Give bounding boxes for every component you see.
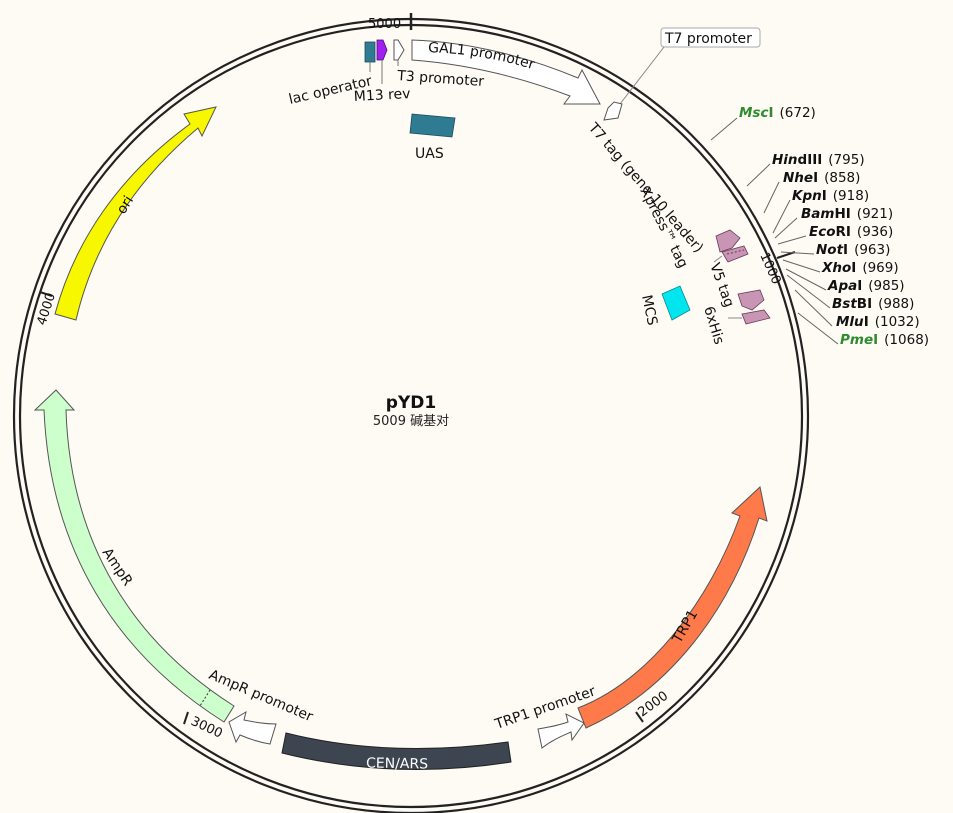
restriction-site-leaders [710, 117, 839, 345]
mcs-feature [661, 285, 691, 321]
site-bamHI: BamHI(921) [801, 206, 893, 222]
ampr-dotted-mark [199, 689, 211, 707]
t7-tag-feature [715, 229, 741, 253]
his-tag-label: 6xHis [700, 304, 727, 346]
trp1-promoter-feature [537, 713, 585, 749]
site-mscI: MscI(672) [739, 105, 816, 121]
tick-label-5000: 5000 [368, 17, 401, 32]
site-apaI: ApaI(985) [827, 278, 905, 294]
gal1-promoter-feature [411, 39, 601, 105]
tick-mark-2000 [635, 711, 644, 723]
his-tag-feature [741, 309, 771, 325]
v5-tag-label: V5 tag [706, 261, 737, 310]
site-xhoI: XhoI(969) [821, 260, 899, 276]
t7-promoter-callout-box [660, 27, 761, 48]
tick-mark-4000 [39, 291, 53, 297]
plasmid-name: pYD1 [386, 393, 436, 413]
site-pmeI: PmeI(1068) [840, 332, 929, 348]
site-ecoRI: EcoRI(936) [809, 224, 893, 240]
plasmid-length: 5009 碱基对 [373, 414, 449, 429]
uas-label: UAS [415, 146, 444, 162]
site-mluI: MluI(1032) [836, 314, 920, 330]
t7-promoter-leader [619, 46, 665, 105]
uas-feature [409, 113, 456, 138]
ampr-feature [33, 389, 235, 723]
site-notI: NotI(963) [816, 242, 890, 258]
v5-tag-feature [737, 289, 765, 311]
site-bstBI: BstBI(988) [832, 296, 914, 312]
lac-operator-feature [364, 41, 376, 63]
cen-ars-feature [281, 732, 512, 770]
cen-ars-label: CEN/ARS [366, 755, 428, 772]
tag-leader-1 [713, 255, 723, 263]
mcs-label: MCS [638, 294, 660, 328]
t3-promoter-label: T3 promoter [396, 68, 485, 90]
site-kpnI: KpnI(918) [792, 188, 869, 204]
t7-promoter-label: T7 promoter [664, 31, 752, 47]
t3-promoter-feature [393, 39, 405, 61]
m13-rev-label: M13 rev [353, 86, 410, 105]
trp1-feature [577, 486, 768, 729]
site-nheI: NheI(858) [783, 170, 860, 186]
ori-feature [54, 106, 217, 321]
t7-promoter-feature [603, 101, 623, 121]
xpress-tag-feature [721, 245, 749, 263]
site-hindIII: HindIII(795) [772, 152, 865, 168]
xpress-dotted-mark [726, 249, 745, 255]
m13-rev-feature [376, 39, 388, 61]
ampr-promoter-feature [228, 710, 277, 745]
tick-mark-3000 [183, 711, 189, 725]
